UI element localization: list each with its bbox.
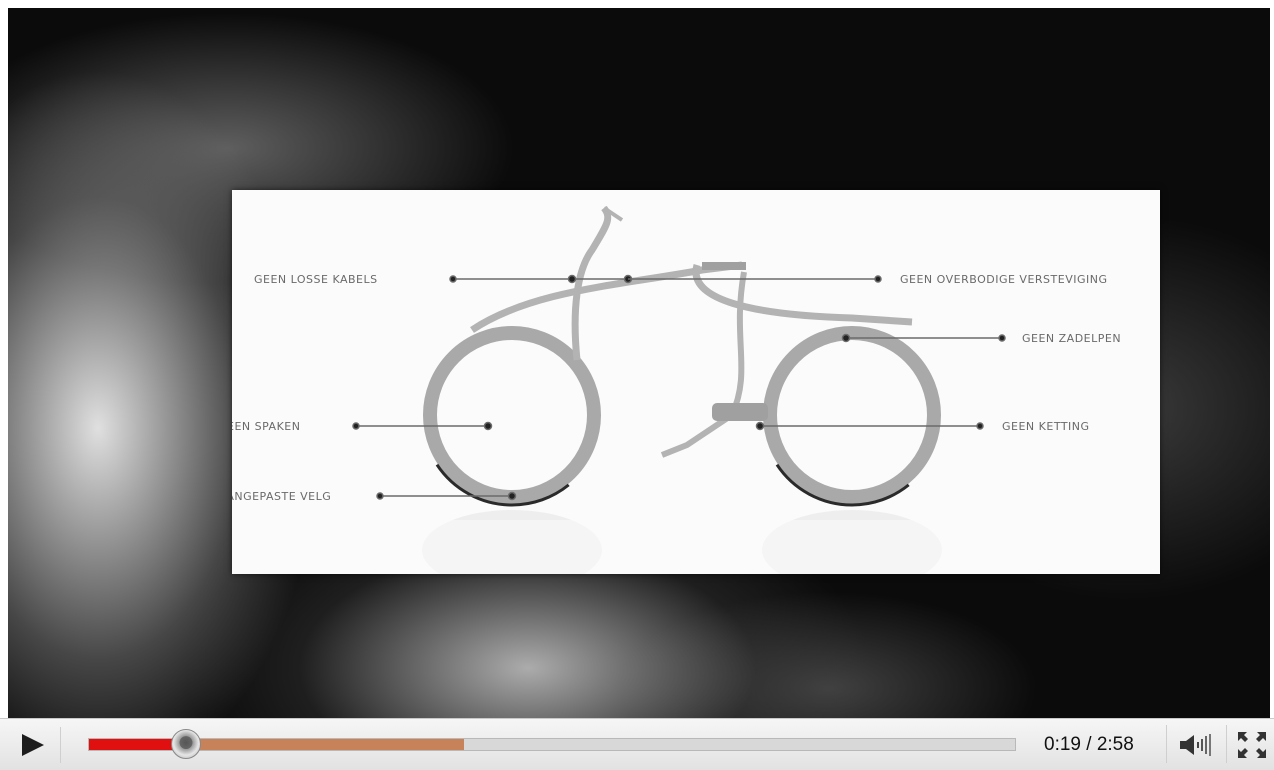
scrubber-handle[interactable]: [171, 729, 201, 759]
label-zadelpen: GEEN ZADELPEN: [1022, 332, 1121, 345]
label-verstevigingen: GEEN OVERBODIGE VERSTEVIGING: [900, 273, 1108, 286]
label-ketting: GEEN KETTING: [1002, 420, 1090, 433]
label-spaken: GEEN SPAKEN: [232, 420, 300, 433]
time-display: 0:19 / 2:58: [1044, 734, 1164, 754]
fullscreen-button[interactable]: [1234, 728, 1270, 762]
volume-button[interactable]: [1176, 733, 1220, 757]
divider: [1226, 725, 1227, 763]
duration: 2:58: [1097, 734, 1134, 755]
play-icon: [22, 734, 44, 756]
time-separator: /: [1081, 734, 1097, 755]
progress-bar[interactable]: [88, 738, 1016, 751]
volume-icon: [1176, 733, 1220, 757]
divider: [1166, 725, 1167, 763]
video-slide: GEEN LOSSE KABELS GEEN OVERBODIGE VERSTE…: [232, 190, 1160, 574]
fullscreen-icon: [1234, 728, 1270, 762]
label-velg: AANGEPASTE VELG: [232, 490, 331, 503]
label-losse-kabels: GEEN LOSSE KABELS: [254, 273, 378, 286]
current-time: 0:19: [1044, 734, 1081, 755]
bicycle-diagram: GEEN LOSSE KABELS GEEN OVERBODIGE VERSTE…: [232, 190, 1160, 574]
play-button[interactable]: [8, 727, 61, 763]
control-bar: 0:19 / 2:58: [0, 718, 1274, 770]
video-frame[interactable]: GEEN LOSSE KABELS GEEN OVERBODIGE VERSTE…: [8, 8, 1270, 718]
